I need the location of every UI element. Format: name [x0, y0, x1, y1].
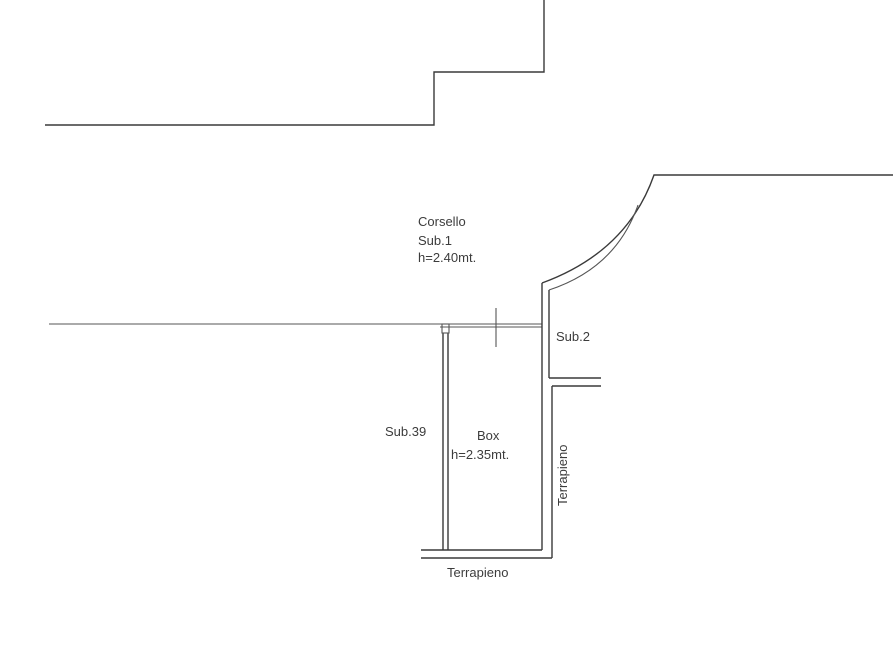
fill-right-label: Terrapieno [555, 445, 570, 506]
corridor-height-label: h=2.40mt. [418, 250, 476, 265]
corridor-sub-label: Sub.1 [418, 233, 452, 248]
corridor-name-label: Corsello [418, 214, 466, 229]
box-name-label: Box [477, 428, 500, 443]
upper-boundary-line [45, 0, 545, 126]
sub39-label: Sub.39 [385, 424, 426, 439]
column-marker [441, 323, 450, 334]
ramp-curve-inner [548, 204, 639, 291]
box-height-label: h=2.35mt. [451, 447, 509, 462]
sub2-label: Sub.2 [556, 329, 590, 344]
ramp-curve-outer [541, 174, 893, 284]
fill-bottom-label: Terrapieno [447, 565, 508, 580]
